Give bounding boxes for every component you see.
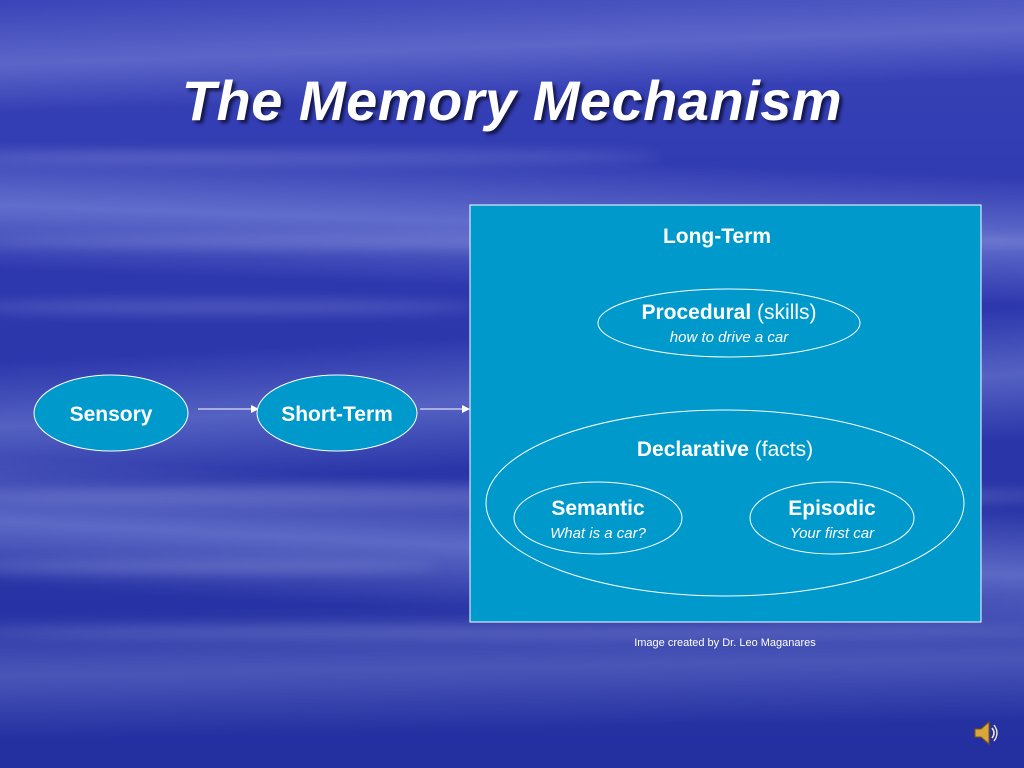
background-streak [0, 150, 660, 164]
background-streak [0, 560, 440, 574]
background-streak [0, 625, 1024, 639]
declarative-heading: Declarative (facts) [637, 438, 813, 461]
semantic-node [513, 481, 683, 555]
procedural-kind: (skills) [757, 301, 816, 324]
long-term-label: Long-Term [663, 225, 771, 248]
episodic-name: Episodic [788, 497, 876, 520]
procedural-node [597, 288, 861, 358]
speaker-icon[interactable] [972, 718, 1000, 748]
sensory-label: Sensory [70, 403, 153, 426]
procedural-heading: Procedural (skills) [641, 301, 816, 324]
background-streak [0, 300, 480, 314]
procedural-example: how to drive a car [670, 329, 789, 346]
semantic-example: What is a car? [550, 525, 647, 542]
procedural-name: Procedural [641, 301, 751, 324]
semantic-name: Semantic [551, 497, 645, 520]
declarative-kind: (facts) [755, 438, 813, 461]
declarative-name: Declarative [637, 438, 749, 461]
slide-title: The Memory Mechanism [181, 69, 843, 132]
short-term-label: Short-Term [281, 403, 393, 426]
episodic-node [749, 481, 915, 555]
image-credit: Image created by Dr. Leo Maganares [634, 637, 816, 649]
short-term-node [256, 374, 418, 452]
episodic-example: Your first car [790, 525, 875, 542]
sensory-node [33, 374, 189, 452]
